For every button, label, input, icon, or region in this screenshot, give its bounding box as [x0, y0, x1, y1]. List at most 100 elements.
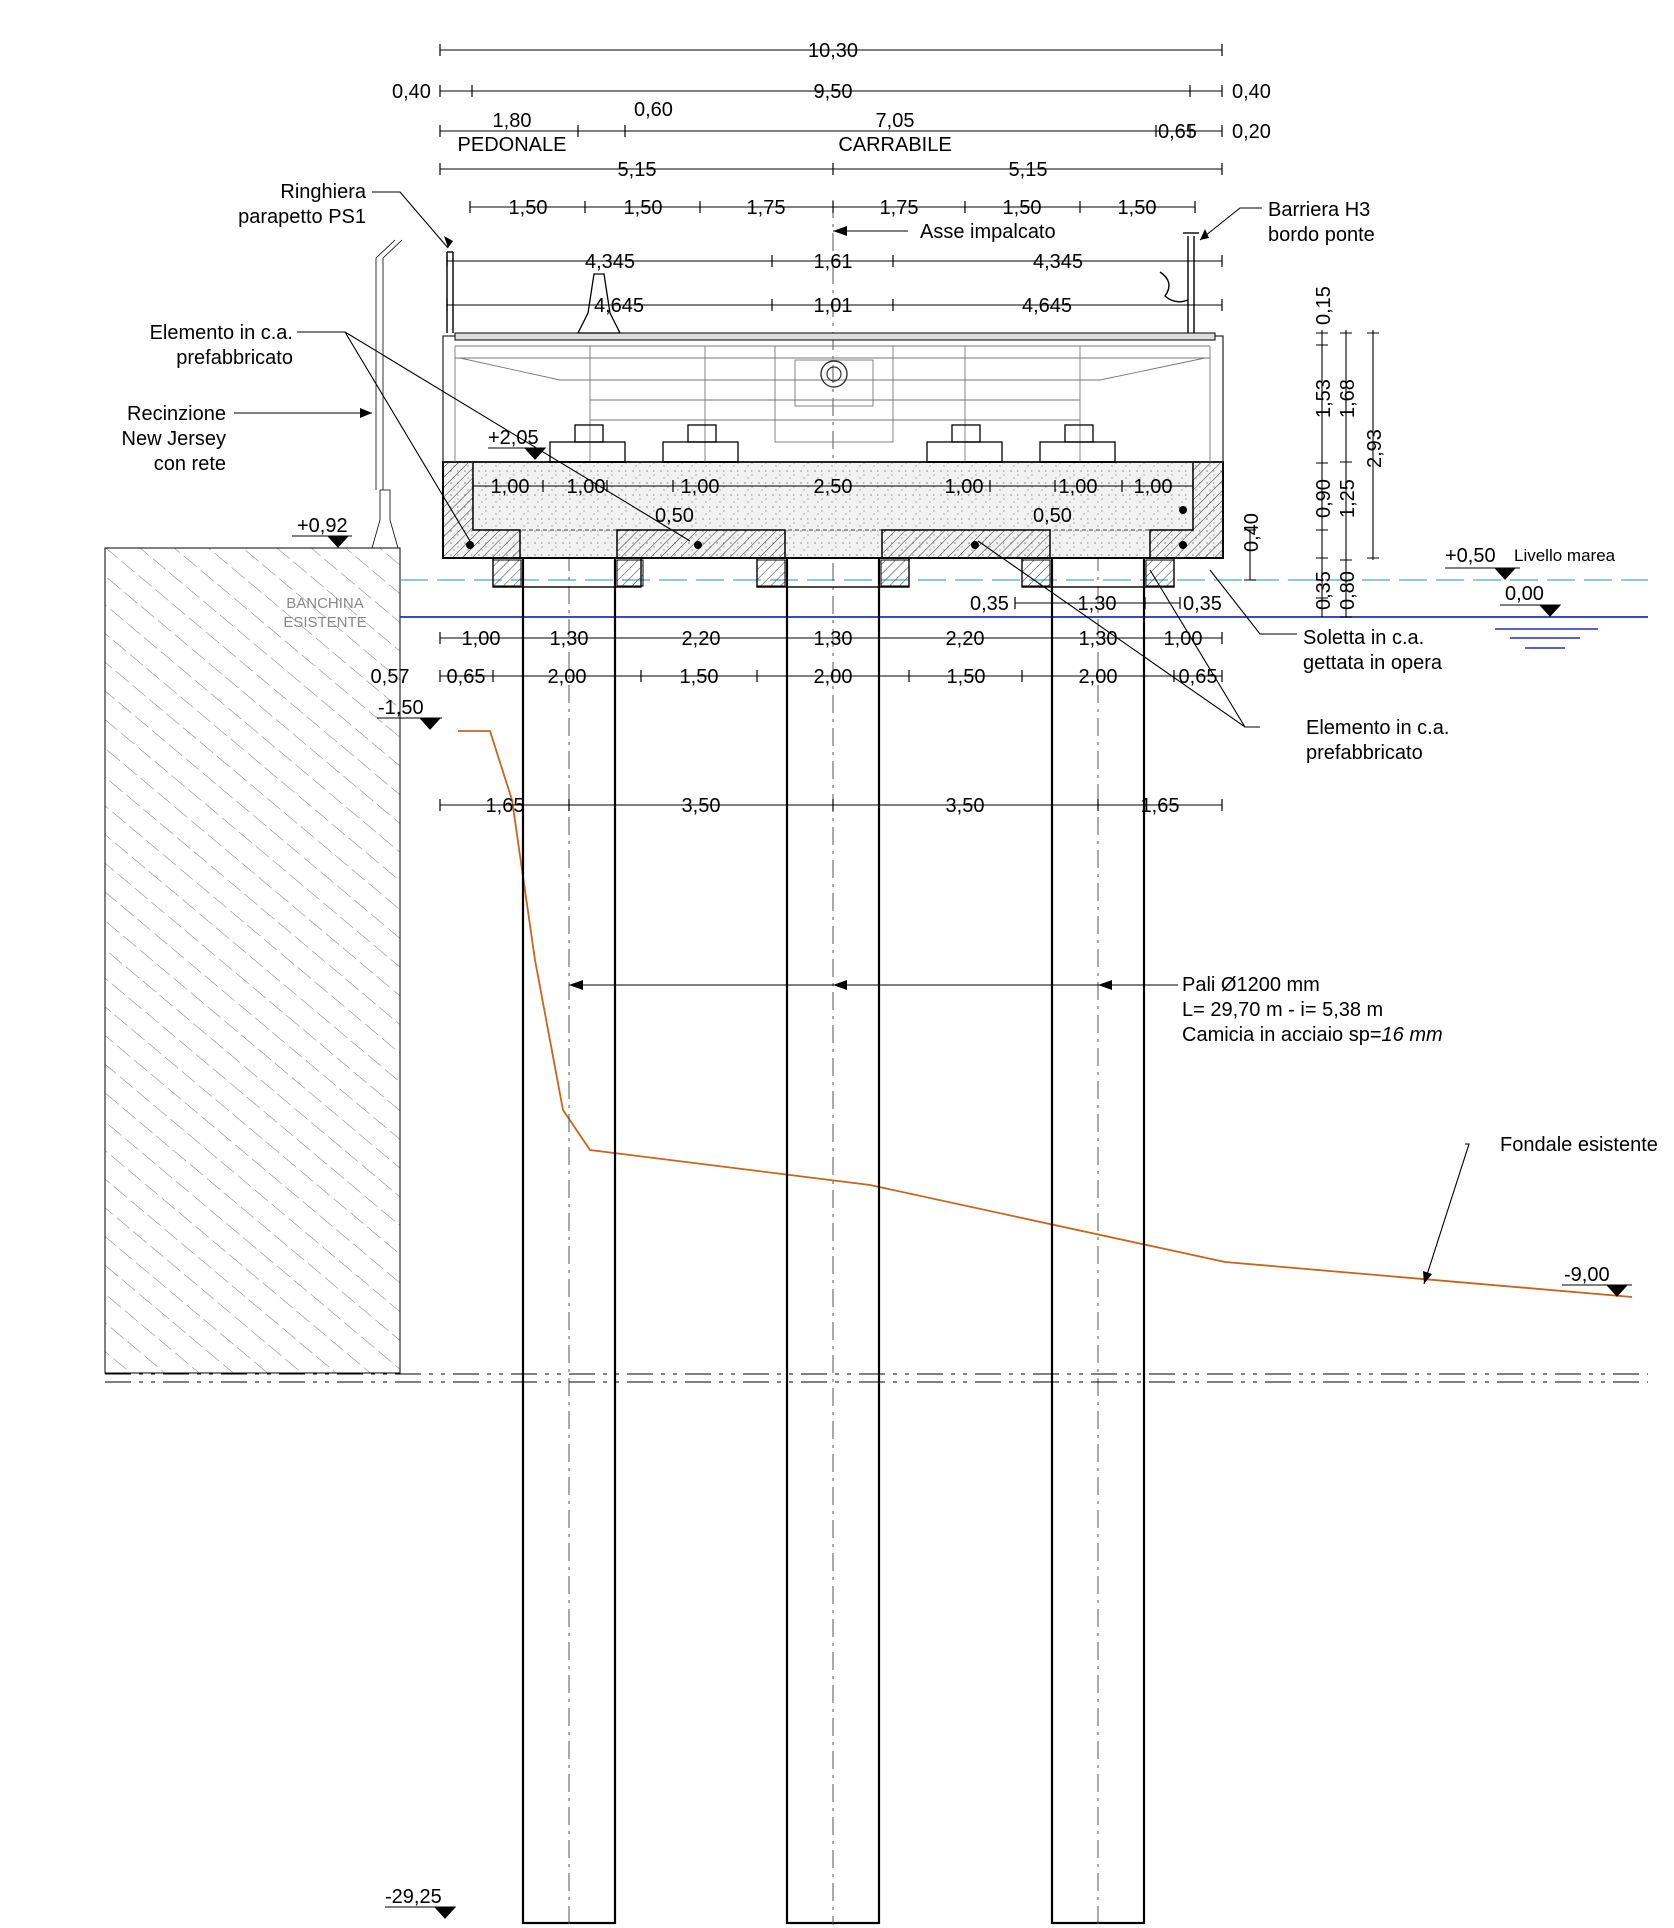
elev-quay-bottom: -1,50 — [378, 697, 424, 719]
elev-zero: 0,00 — [1505, 583, 1544, 605]
dim-half-right: 5,15 — [1009, 159, 1048, 181]
water-symbol — [1495, 628, 1598, 649]
label-elemento-right-1: Elemento in c.a. — [1306, 717, 1449, 739]
dim-v-080: 0,80 — [1337, 571, 1359, 610]
existing-quay: BANCHINA ESISTENTE — [104, 547, 401, 1374]
label-elemento-left-2: prefabbricato — [176, 347, 293, 369]
dim-pc-5: 2,20 — [946, 628, 985, 650]
walkway-barrier — [576, 273, 622, 334]
dim-v-153: 1,53 — [1313, 379, 1335, 418]
dim-half-left: 5,15 — [618, 159, 657, 181]
elevation-markers — [292, 447, 1632, 1919]
dim-row5-2: 1,50 — [624, 197, 663, 219]
label-recinzione-2: New Jersey — [122, 428, 226, 450]
label-elemento-left-1: Elemento in c.a. — [150, 322, 293, 344]
dim-row7-2: 1,01 — [814, 295, 853, 317]
elev-deck: +2,05 — [488, 427, 539, 449]
dim-bw-1: 0,35 — [970, 593, 1009, 615]
new-jersey-fence — [371, 239, 403, 549]
dim-row5-3: 1,75 — [747, 197, 786, 219]
dim-slab-7: 1,00 — [1134, 476, 1173, 498]
dimension-ticks — [439, 44, 1223, 811]
dim-pl-2: 2,00 — [548, 666, 587, 688]
dim-ax-4: 1,65 — [1141, 795, 1180, 817]
dim-row5-4: 1,75 — [880, 197, 919, 219]
dim-v-035: 0,35 — [1313, 571, 1335, 610]
dim-pc-3: 2,20 — [682, 628, 721, 650]
leader-lines — [234, 191, 1470, 1285]
dim-v-040: 0,40 — [1241, 513, 1263, 552]
dim-v-015: 0,15 — [1313, 286, 1335, 325]
elev-tide: +0,50 — [1445, 545, 1496, 567]
dim-edge-left: 0,40 — [392, 81, 431, 103]
label-soletta-1: Soletta in c.a. — [1303, 627, 1424, 649]
quay-label-1: BANCHINA — [286, 595, 364, 612]
dim-pedonale-width: 1,80 — [493, 110, 532, 132]
dim-slab-5: 1,00 — [945, 476, 984, 498]
label-ringhiera-1: Ringhiera — [280, 181, 366, 203]
dim-gap-060: 0,60 — [634, 99, 673, 121]
dim-pc-6: 1,30 — [1079, 628, 1118, 650]
vertical-dimension-lines — [1244, 330, 1379, 618]
dim-pl-6: 2,00 — [1079, 666, 1118, 688]
dim-slab-6: 1,00 — [1059, 476, 1098, 498]
label-pali-2: L= 29,70 m - i= 5,38 m — [1182, 999, 1383, 1021]
dim-slab-3: 1,00 — [681, 476, 720, 498]
deck-structure — [442, 232, 1224, 588]
dim-row7-1: 4,645 — [594, 295, 644, 317]
dim-row5-6: 1,50 — [1118, 197, 1157, 219]
dim-deck-width: 9,50 — [814, 81, 853, 103]
dim-slab-050-left: 0,50 — [655, 505, 694, 527]
barrier-h3 — [1159, 232, 1199, 333]
dim-row7-3: 4,645 — [1022, 295, 1072, 317]
dim-edge-right: 0,40 — [1232, 81, 1271, 103]
dim-row6-2: 1,61 — [814, 251, 853, 273]
elev-quay: +0,92 — [297, 515, 348, 537]
dim-pl-4: 2,00 — [814, 666, 853, 688]
dim-right-020: 0,20 — [1232, 121, 1271, 143]
label-recinzione-1: Recinzione — [127, 403, 226, 425]
dim-row5-1: 1,50 — [509, 197, 548, 219]
dim-slab-2: 1,00 — [567, 476, 606, 498]
label-pali-1: Pali Ø1200 mm — [1182, 974, 1320, 996]
dim-overall: 10,30 — [808, 40, 858, 62]
label-fondale: Fondale esistente — [1500, 1134, 1658, 1156]
dim-slab-4: 2,50 — [814, 476, 853, 498]
dim-bw-2: 1,30 — [1078, 593, 1117, 615]
dim-ax-2: 3,50 — [682, 795, 721, 817]
label-pali-3: Camicia in acciaio sp=16 mm — [1182, 1024, 1443, 1046]
dim-carrabile-width: 7,05 — [876, 110, 915, 132]
dim-v-090: 0,90 — [1313, 479, 1335, 518]
elev-pile-tip: -29,25 — [385, 1886, 442, 1908]
dim-bw-3: 0,35 — [1183, 593, 1222, 615]
dim-pl-left: 0,57 — [371, 666, 410, 688]
label-asse-impalcato: Asse impalcato — [920, 221, 1056, 243]
dim-v-293: 2,93 — [1364, 429, 1386, 468]
dim-row6-1: 4,345 — [585, 251, 635, 273]
dim-row5-5: 1,50 — [1003, 197, 1042, 219]
label-elemento-right-2: prefabbricato — [1306, 742, 1423, 764]
dim-v-125: 1,25 — [1337, 479, 1359, 518]
label-pedonale: PEDONALE — [458, 134, 567, 156]
elev-seabed: -9,00 — [1564, 1264, 1610, 1286]
break-line — [105, 1373, 1648, 1383]
railing-ps1 — [446, 251, 454, 333]
dim-row6-3: 4,345 — [1033, 251, 1083, 273]
leader-arrowheads — [360, 229, 1432, 1284]
label-carrabile: CARRABILE — [838, 134, 951, 156]
horizontal-dimension-lines — [440, 49, 1222, 806]
label-livello-marea: Livello marea — [1514, 546, 1616, 565]
dim-ax-3: 3,50 — [946, 795, 985, 817]
label-barriera-2: bordo ponte — [1268, 224, 1375, 246]
dim-pl-7: 0,65 — [1179, 666, 1218, 688]
dim-pc-2: 1,30 — [550, 628, 589, 650]
dim-pc-1: 1,00 — [462, 628, 501, 650]
dim-pc-7: 1,00 — [1164, 628, 1203, 650]
label-soletta-2: gettata in opera — [1303, 652, 1443, 674]
dim-slab-1: 1,00 — [491, 476, 530, 498]
dim-right-065: 0,65 — [1158, 121, 1197, 143]
dim-pl-1: 0,65 — [447, 666, 486, 688]
label-ringhiera-2: parapetto PS1 — [238, 206, 366, 228]
label-recinzione-3: con rete — [154, 453, 226, 475]
